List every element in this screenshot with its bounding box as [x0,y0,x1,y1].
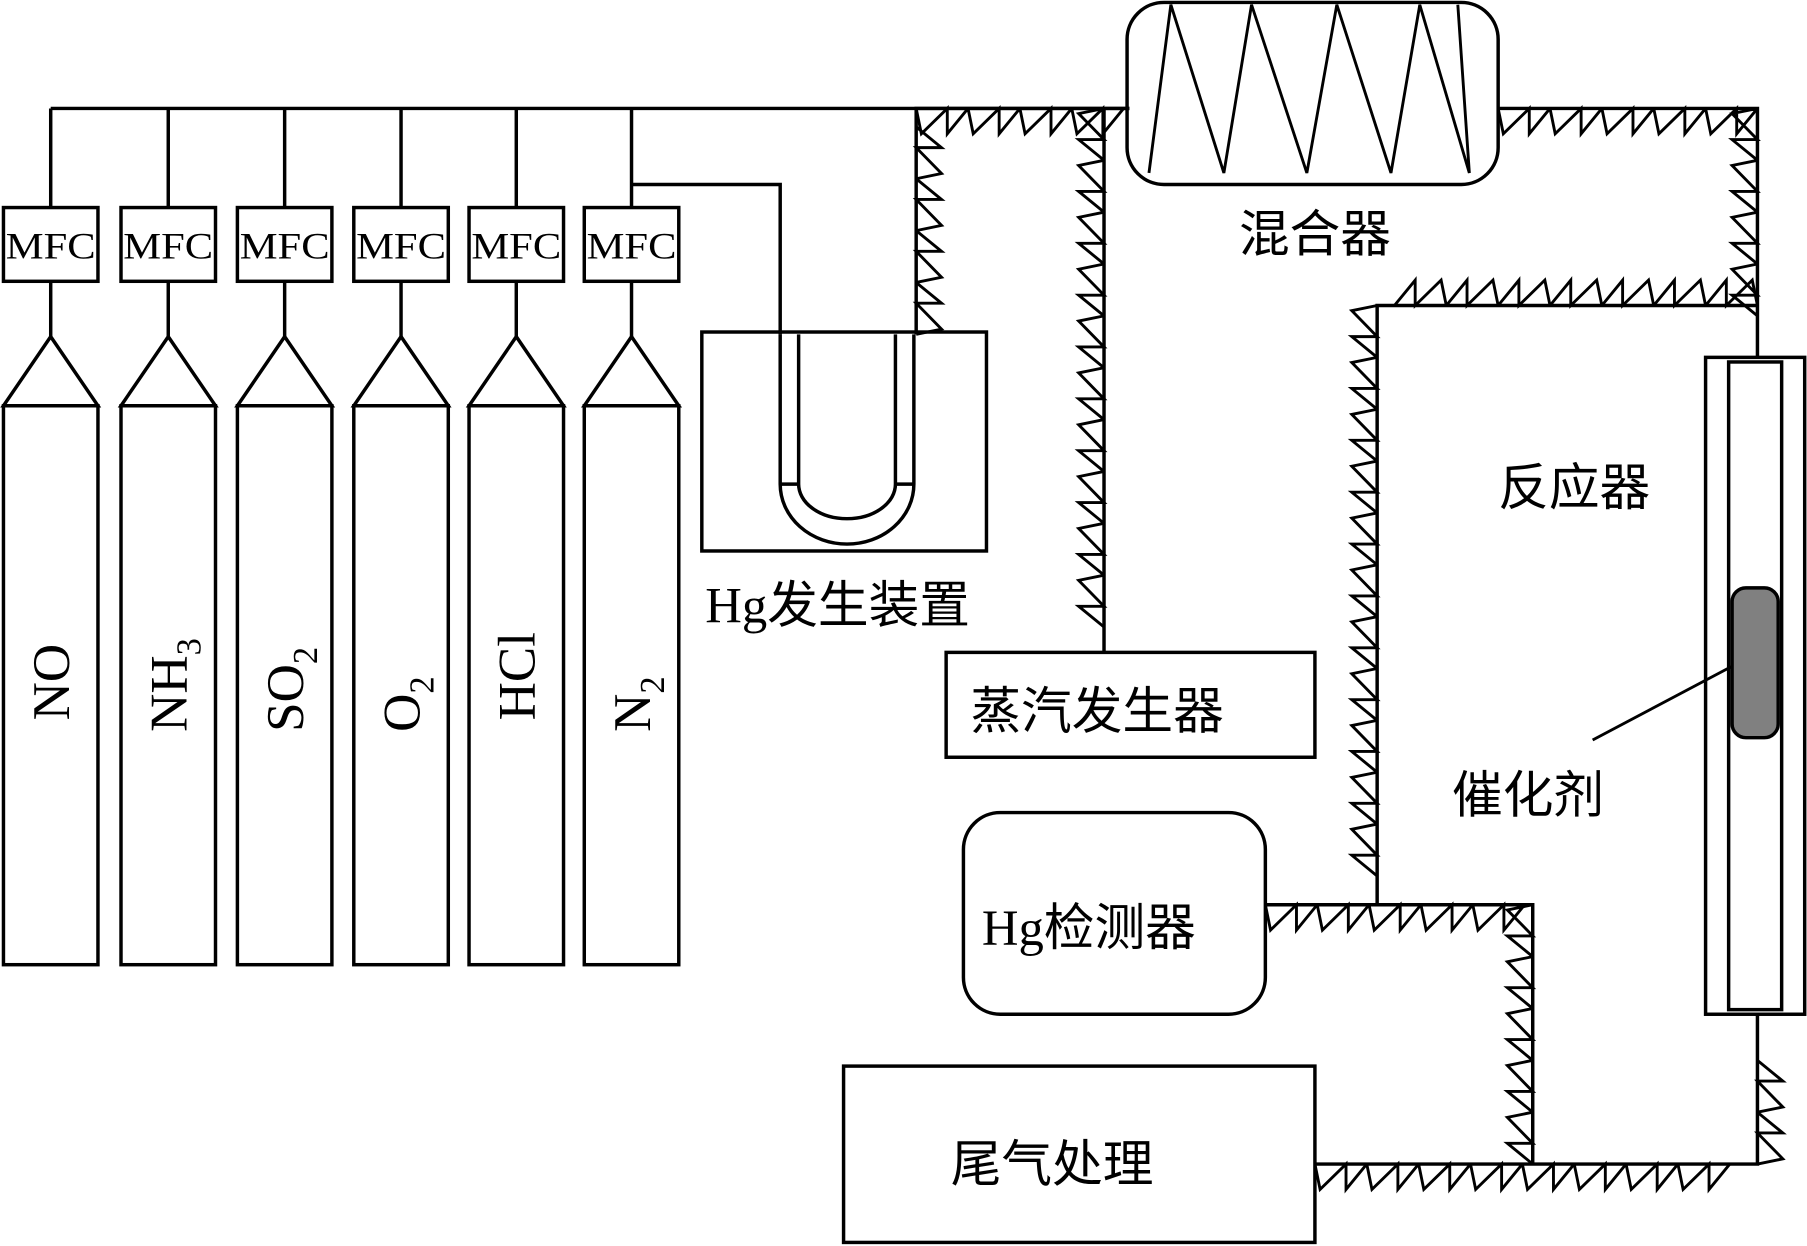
gas-label: HCl [489,632,547,720]
mfc-box [235,205,334,284]
heated-line-bypass [1347,276,1759,905]
cylinder-valve [350,333,452,408]
heated-line-hg-to-mixer [912,105,1130,336]
gas-cylinder [1,404,100,967]
gas-cylinder [119,404,218,967]
reactor-outer [1703,355,1807,1016]
heated-lines [912,105,1787,1194]
gas-label: NO [23,644,81,721]
mixer-coil [1147,4,1471,174]
exhaust-treatment-label: 尾气处理 [951,1136,1154,1192]
catalyst-leader-line [1591,664,1733,742]
hg-detector-label: Hg检测器 [982,900,1196,956]
steam-generator-label: 蒸汽发生器 [970,683,1223,739]
gas-line-2: MFC SO2 [234,108,336,967]
gas-cylinder [352,404,451,967]
heated-line-mixer-to-reactor [1496,105,1761,358]
u-tube [778,334,916,546]
cylinder-valve [117,333,219,408]
gas-line-4: MFC HCl [465,108,567,967]
mfc-label: MFC [6,225,96,266]
mfc-label: MFC [471,225,561,266]
mfc-box [119,205,218,284]
n2-branch-line [631,182,782,335]
steam-generator [944,650,1317,759]
mfc-label: MFC [123,225,213,266]
hg-generator-label: Hg发生装置 [705,577,970,633]
gas-label: NH3 [141,638,209,732]
catalyst-bed [1730,586,1780,740]
heated-line-detector [1263,901,1537,1166]
mfc-label: MFC [587,225,677,266]
gas-cylinder [235,404,334,967]
reactor-inner-tube [1726,360,1784,1012]
hg-generator-bath [700,330,989,553]
gas-label: N2 [604,676,672,732]
mfc-box [467,205,566,284]
mfc-label: MFC [240,225,330,266]
cylinder-valve [581,333,683,408]
catalyst-label: 催化剂 [1452,768,1604,824]
gas-label: SO2 [257,647,325,732]
gas-line-1: MFC NH3 [117,108,219,967]
gas-line-0: MFC NO [0,108,102,967]
exhaust-treatment [841,1064,1317,1245]
mixer [1125,0,1500,187]
heated-line-steam [1074,107,1108,653]
cylinder-valve [0,333,102,408]
heated-line-reactor-outlet [1313,1014,1787,1194]
gas-cylinder [582,404,681,967]
mixer-label: 混合器 [1239,206,1391,262]
gas-line-3: MFC O2 [350,108,452,967]
gas-cylinder [467,404,566,967]
cylinder-valve [465,333,567,408]
mfc-box [352,205,451,284]
gas-line-5: MFC N2 [581,108,683,967]
mfc-label: MFC [356,225,446,266]
gas-label: O2 [373,676,441,732]
reactor-label: 反应器 [1498,460,1650,516]
mfc-box [582,205,681,284]
hg-detector [961,810,1268,1016]
mfc-box [1,205,100,284]
gas-cylinders: MFC NO MFC NH3 MFC SO2 MFC O2 MFC HCl MFC N2 [0,108,683,967]
cylinder-valve [234,333,336,408]
